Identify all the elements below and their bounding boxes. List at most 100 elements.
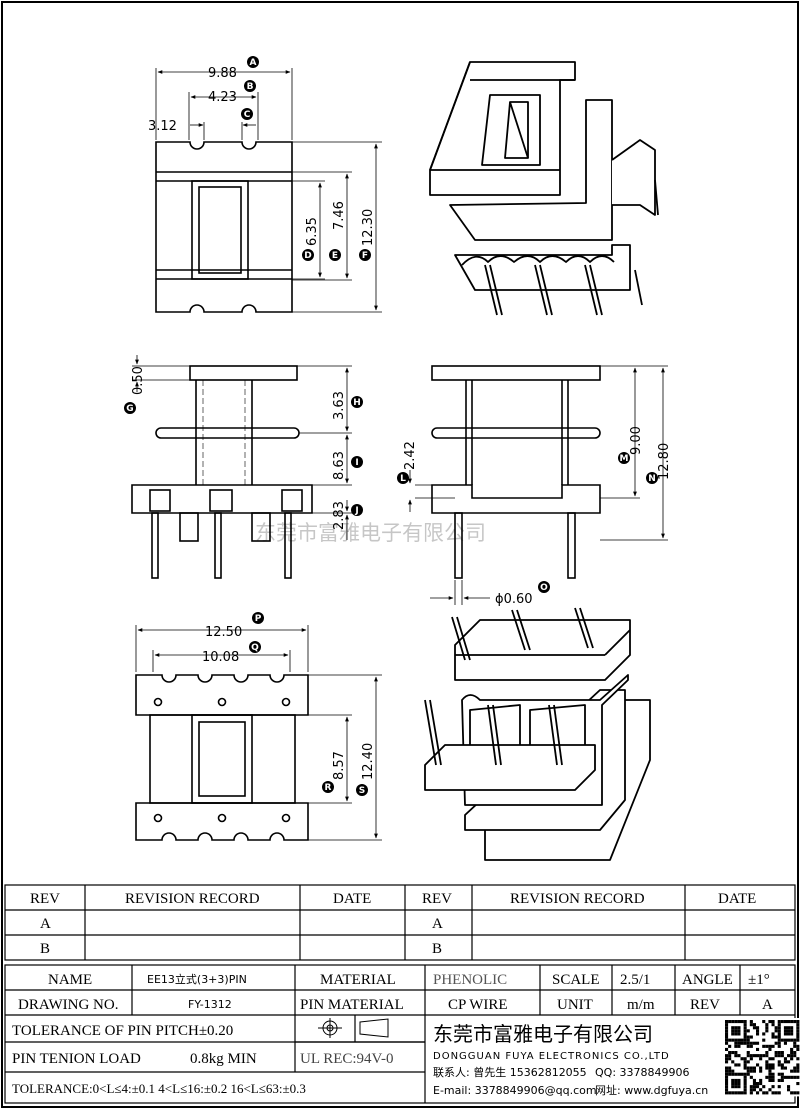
date-header-left: DATE <box>333 891 371 907</box>
reference-tag-r: R <box>322 781 334 793</box>
qr-code-icon <box>723 1018 800 1097</box>
svg-text:S: S <box>359 786 365 796</box>
svg-text:D: D <box>304 251 311 261</box>
svg-text:R: R <box>325 783 332 793</box>
material-value: PHENOLIC <box>433 972 507 988</box>
dim-0-50: 0.50 <box>131 366 146 395</box>
reference-tag-b: B <box>244 80 256 92</box>
angle-label: ANGLE <box>682 972 733 988</box>
reference-tag-q: Q <box>249 641 261 653</box>
unit-label: UNIT <box>557 997 593 1013</box>
svg-text:M: M <box>620 454 629 464</box>
company-name-cn: 东莞市富雅电子有限公司 <box>433 1022 653 1046</box>
dim-2-83: 2.83 <box>332 501 347 530</box>
scale-value: 2.5/1 <box>620 972 650 988</box>
rev-header-left: REV <box>30 891 60 907</box>
reference-tag-g: G <box>124 402 136 414</box>
dim-12-80: 12.80 <box>657 443 672 480</box>
svg-text:H: H <box>353 398 361 408</box>
reference-tag-h: H <box>351 396 363 408</box>
company-name-en: DONGGUAN FUYA ELECTRONICS CO.,LTD <box>433 1051 670 1062</box>
tolerance-note: TOLERANCE:0<L≤4:±0.1 4<L≤16:±0.2 16<L≤63… <box>12 1081 306 1096</box>
drawing-no-label: DRAWING NO. <box>18 997 118 1013</box>
projection-symbol-icon <box>318 1018 389 1038</box>
angle-value: ±1° <box>748 972 770 988</box>
name-label: NAME <box>48 972 92 988</box>
dim-3-12: 3.12 <box>148 119 177 134</box>
svg-text:G: G <box>126 404 133 414</box>
pin-material-label: PIN MATERIAL <box>300 997 404 1013</box>
company-website: 网址: www.dgfuya.cn <box>595 1083 708 1097</box>
svg-text:N: N <box>648 474 656 484</box>
top-view <box>155 68 382 313</box>
dim-12-50: 12.50 <box>205 625 242 640</box>
isometric-view-top <box>429 61 659 316</box>
company-qq: QQ: 3378849906 <box>595 1066 690 1079</box>
unit-value: m/m <box>627 997 655 1013</box>
reference-tag-o: O <box>538 581 550 593</box>
dim-7-46: 7.46 <box>332 201 347 230</box>
dim-8-63: 8.63 <box>332 451 347 480</box>
svg-text:E: E <box>332 251 338 261</box>
reference-tag-n: N <box>646 472 658 484</box>
tension-label: PIN TENION LOAD <box>12 1051 141 1067</box>
bottom-view <box>135 625 382 841</box>
dim-10-08: 10.08 <box>202 650 239 665</box>
side-view <box>408 365 668 605</box>
svg-text:J: J <box>354 506 358 516</box>
dim-9-00: 9.00 <box>629 426 644 455</box>
reference-tag-f: F <box>359 249 371 261</box>
tension-value: 0.8kg MIN <box>190 1051 257 1067</box>
reference-tag-i: I <box>351 456 363 468</box>
front-view <box>131 355 352 579</box>
record-header-left: REVISION RECORD <box>125 891 260 907</box>
dim-12-30: 12.30 <box>361 209 376 246</box>
company-email: E-mail: 3378849906@qq.com <box>433 1084 597 1097</box>
svg-text:C: C <box>244 110 251 120</box>
reference-tag-m: M <box>618 452 630 464</box>
title-block <box>4 964 796 1104</box>
dim-6-35: 6.35 <box>305 217 320 246</box>
revision-table <box>4 884 796 961</box>
rev-row-b-left: B <box>40 941 50 957</box>
reference-tag-s: S <box>356 784 368 796</box>
svg-text:L: L <box>400 474 406 484</box>
svg-text:F: F <box>362 251 368 261</box>
reference-tag-p: P <box>252 612 264 624</box>
rev-row-a-left: A <box>40 916 51 932</box>
rev-row-b-right: B <box>432 941 442 957</box>
date-header-right: DATE <box>718 891 756 907</box>
svg-text:B: B <box>247 82 254 92</box>
reference-tag-e: E <box>329 249 341 261</box>
dim-12-40: 12.40 <box>361 743 376 780</box>
reference-tag-l: L <box>397 472 409 484</box>
record-header-right: REVISION RECORD <box>510 891 645 907</box>
reference-tag-a: A <box>247 56 259 68</box>
dim-pin-diameter: ϕ0.60 <box>495 592 533 607</box>
reference-tag-j: J <box>351 504 363 516</box>
reference-tag-d: D <box>302 249 314 261</box>
dim-8-57: 8.57 <box>332 751 347 780</box>
svg-text:I: I <box>355 458 358 468</box>
material-label: MATERIAL <box>320 972 396 988</box>
pin-material-value: CP WIRE <box>448 997 508 1013</box>
pitch-tolerance: TOLERANCE OF PIN PITCH±0.20 <box>12 1023 233 1039</box>
dim-3-63: 3.63 <box>332 391 347 420</box>
rev-row-a-right: A <box>432 916 443 932</box>
scale-label: SCALE <box>552 972 600 988</box>
ul-rec: UL REC:94V-0 <box>300 1051 393 1067</box>
rev-header-right: REV <box>422 891 452 907</box>
watermark: 东莞市富雅电子有限公司 <box>255 521 486 545</box>
svg-text:P: P <box>255 614 262 624</box>
svg-text:A: A <box>250 58 257 68</box>
dim-2-42: 2.42 <box>403 441 418 470</box>
drawing-no-value: FY-1312 <box>188 998 232 1011</box>
dim-4-23: 4.23 <box>208 90 237 105</box>
reference-tag-c: C <box>241 108 253 120</box>
isometric-view-bottom <box>424 607 651 861</box>
company-contact: 联系人: 曾先生 15362812055 <box>433 1065 587 1079</box>
rev-value: A <box>762 997 773 1013</box>
dim-9-88: 9.88 <box>208 66 237 81</box>
